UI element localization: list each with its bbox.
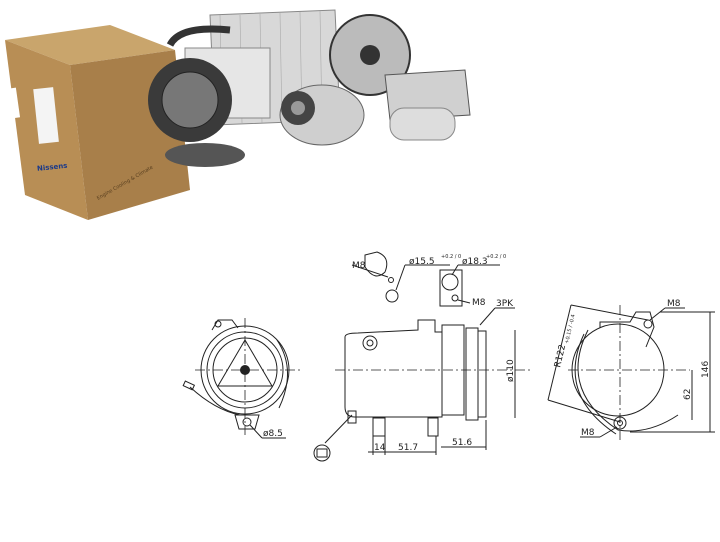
product-photo: Nissens Engine Cooling & Climate xyxy=(5,9,471,220)
radius-label: R122 xyxy=(553,344,568,369)
radius-tolerance: +0.15 / -0.4 xyxy=(564,314,577,345)
pulley-diameter-label: ø110 xyxy=(506,359,516,382)
height-label: 146 xyxy=(701,361,711,378)
dim-a: 14 xyxy=(374,443,386,453)
rear-top-mount-label: M8 xyxy=(667,299,681,309)
rear-view-drawing: R122 +0.15 / -0.4 M8 M8 146 62 xyxy=(547,299,715,440)
mount-left-label: M8 xyxy=(352,261,366,271)
dim-b: 51.7 xyxy=(398,443,418,453)
box-brand: Nissens xyxy=(37,162,68,173)
receiver-drier xyxy=(389,107,456,141)
dim-c: 51.6 xyxy=(452,438,472,448)
blower-motor xyxy=(148,58,245,167)
mount-left-diameter: ø15.5 xyxy=(409,257,435,267)
hole-diameter-label: ø8.5 xyxy=(263,429,283,439)
front-view-drawing: ø8.5 xyxy=(182,318,300,439)
compressor xyxy=(279,84,365,146)
mount-right-label: M8 xyxy=(472,298,486,308)
side-view-drawing: M8 ø15.5 +0.2 / 0 ø18.3 +0.2 / 0 M8 3PK … xyxy=(313,251,530,462)
mount-right-tolerance: +0.2 / 0 xyxy=(486,254,506,260)
pulley-type-label: 3PK xyxy=(496,299,514,309)
rear-bottom-mount-label: M8 xyxy=(581,428,595,438)
mount-left-tolerance: +0.2 / 0 xyxy=(441,254,461,260)
center-height-label: 62 xyxy=(683,389,693,400)
mount-right-diameter: ø18.3 xyxy=(462,257,488,267)
